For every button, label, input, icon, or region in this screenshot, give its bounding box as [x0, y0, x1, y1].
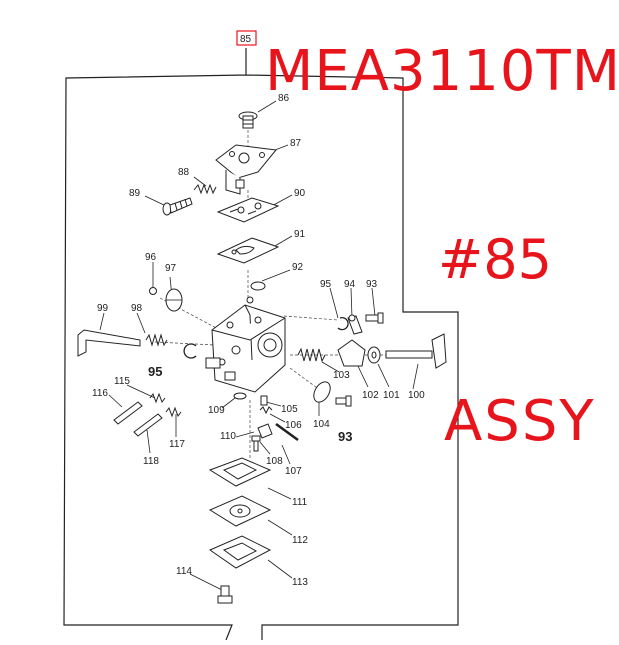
label-114: 114	[176, 566, 192, 577]
label-89: 89	[129, 188, 141, 199]
shaft-100	[385, 333, 447, 369]
screw-89	[162, 197, 193, 216]
screw-86	[238, 111, 258, 129]
label-109: 109	[208, 405, 225, 416]
label-108: 108	[266, 456, 283, 467]
body-pin	[246, 296, 254, 304]
label-92: 92	[292, 262, 304, 273]
disc-92	[250, 281, 266, 291]
label-112: 112	[292, 535, 308, 546]
spring-103	[297, 347, 326, 363]
diaphragm-112	[208, 495, 272, 527]
label-87: 87	[290, 138, 302, 149]
label-104: 104	[313, 419, 330, 430]
needle-118	[133, 413, 163, 437]
washer-101	[367, 346, 381, 364]
screw-96	[149, 287, 157, 295]
label-96: 96	[145, 252, 157, 263]
label-100: 100	[408, 390, 425, 401]
label-99: 99	[97, 303, 109, 314]
label-113: 113	[292, 577, 308, 588]
lever-99	[77, 329, 141, 357]
label-90: 90	[294, 188, 306, 199]
label-94: 94	[344, 279, 356, 290]
spring-117	[165, 406, 182, 418]
cover-113	[208, 535, 272, 569]
label-111: 111	[292, 497, 308, 508]
label-98: 98	[131, 303, 143, 314]
label-110: 110	[220, 431, 236, 442]
label-95-left: 95	[148, 364, 162, 379]
screw-114	[217, 585, 233, 604]
screw-110	[251, 435, 261, 452]
gasket-90	[216, 197, 280, 223]
part-labels: 86 87 88 89 90 91 92 93 94 95 96 97 98 9…	[92, 93, 425, 588]
screw-93-bottom	[335, 395, 352, 407]
pin-107	[275, 422, 299, 442]
plug-109	[233, 392, 247, 400]
ref-tag: #85	[438, 228, 552, 291]
label-97: 97	[165, 263, 177, 274]
needle-116	[113, 401, 143, 425]
spring-98	[145, 333, 168, 347]
label-93-top: 93	[366, 279, 378, 290]
valve-105	[260, 395, 268, 406]
label-106: 106	[285, 420, 302, 431]
plate-102	[337, 339, 366, 367]
label-95-right: 95	[320, 279, 332, 290]
bracket-87	[215, 144, 277, 195]
label-105: 105	[281, 404, 298, 415]
model-title: MEA3110TM	[265, 39, 619, 104]
spring-88	[193, 183, 217, 195]
assembly-frame	[63, 48, 459, 641]
label-103: 103	[333, 370, 350, 381]
lever-108	[257, 423, 273, 439]
screw-93-top	[365, 312, 384, 324]
disc-104	[313, 381, 331, 403]
lever-94	[347, 314, 363, 335]
label-88: 88	[178, 167, 190, 178]
label-107: 107	[285, 466, 302, 477]
label-116: 116	[92, 388, 108, 399]
gasket-111	[208, 457, 272, 487]
diaphragm-91	[216, 237, 280, 264]
label-101: 101	[383, 390, 400, 401]
label-118: 118	[143, 456, 159, 467]
label-102: 102	[362, 390, 379, 401]
top-ref-label: 85	[240, 34, 252, 45]
clip-95-right	[337, 316, 349, 331]
label-86: 86	[278, 93, 290, 104]
spring-115	[149, 392, 166, 404]
top-ref-box	[236, 30, 257, 46]
clip-95-left	[183, 343, 197, 359]
label-117: 117	[169, 439, 185, 450]
label-91: 91	[294, 229, 306, 240]
carburetor-body	[205, 304, 286, 393]
label-115: 115	[114, 376, 130, 387]
spring-106	[259, 406, 273, 415]
assy-label: ASSY	[444, 389, 596, 454]
label-93-bottom: 93	[338, 429, 352, 444]
